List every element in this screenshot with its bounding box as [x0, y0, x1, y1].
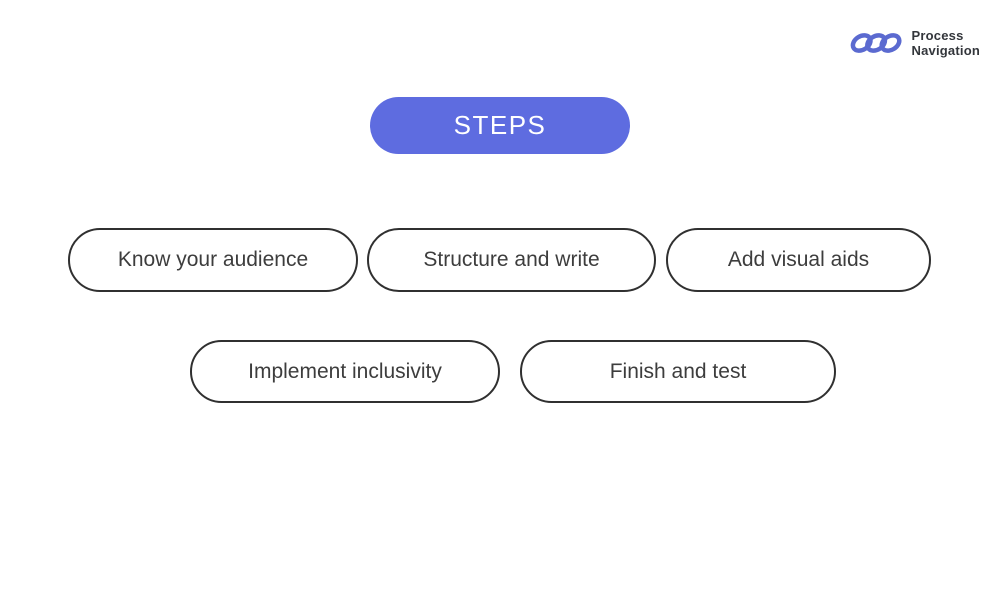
logo-text-line2: Navigation	[911, 43, 980, 59]
steps-title-pill: STEPS	[370, 97, 630, 154]
logo-wordmark: Process Navigation	[912, 28, 980, 59]
chain-loops-icon	[850, 28, 904, 58]
step-pill-know-your-audience: Know your audience	[68, 228, 358, 292]
step-pill-add-visual-aids: Add visual aids	[666, 228, 931, 292]
step-pill-structure-and-write: Structure and write	[367, 228, 656, 292]
step-pill-finish-and-test: Finish and test	[520, 340, 836, 403]
process-navigation-logo: Process Navigation	[850, 28, 980, 59]
logo-text-line1: Process	[911, 28, 964, 43]
step-pill-implement-inclusivity: Implement inclusivity	[190, 340, 500, 403]
